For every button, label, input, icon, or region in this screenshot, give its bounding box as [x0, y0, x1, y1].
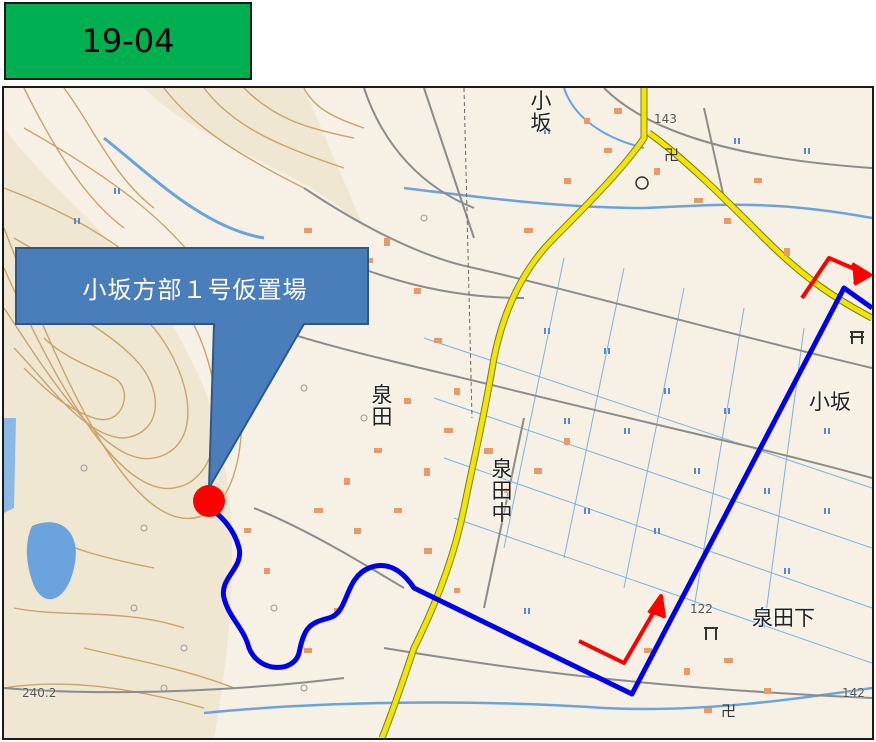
map-view[interactable]: 卍 卍 小坂方部１号仮置場 小坂 泉田 泉田中 小坂 泉田下 143 122 2…: [2, 86, 874, 740]
svg-text:卍: 卍: [664, 146, 679, 164]
svg-text:卍: 卍: [721, 702, 736, 720]
spot-height-122: 122: [690, 602, 713, 616]
water-features: [4, 88, 872, 715]
spot-height-142: 142: [842, 686, 865, 700]
post-office-icon: [635, 176, 649, 190]
map-id-text: 19-04: [81, 22, 175, 60]
topographic-map: 卍 卍: [4, 88, 872, 738]
direction-arrow-icon: [578, 256, 872, 665]
site-marker-icon: [193, 485, 225, 517]
place-label-izumida-shimo: 泉田下: [752, 606, 815, 630]
spot-height-240: 240.2: [22, 686, 57, 700]
place-label-izumida: 泉田: [371, 383, 393, 429]
callout-box: [15, 247, 369, 489]
main-road: [379, 88, 647, 738]
place-label-kosaka-north: 小坂: [530, 89, 552, 135]
map-id-badge: 19-04: [4, 2, 252, 80]
place-label-izumida-naka: 泉田中: [491, 457, 513, 525]
shrine-icon: [704, 331, 864, 640]
access-route: [202, 285, 872, 697]
place-label-kosaka-east: 小坂: [809, 390, 851, 414]
spot-height-143: 143: [654, 112, 677, 126]
paddy-symbols: [74, 128, 830, 614]
site-callout-label: 小坂方部１号仮置場: [82, 275, 308, 304]
temple-icon: 卍 卍: [664, 146, 736, 720]
contour-lines: [4, 88, 365, 709]
